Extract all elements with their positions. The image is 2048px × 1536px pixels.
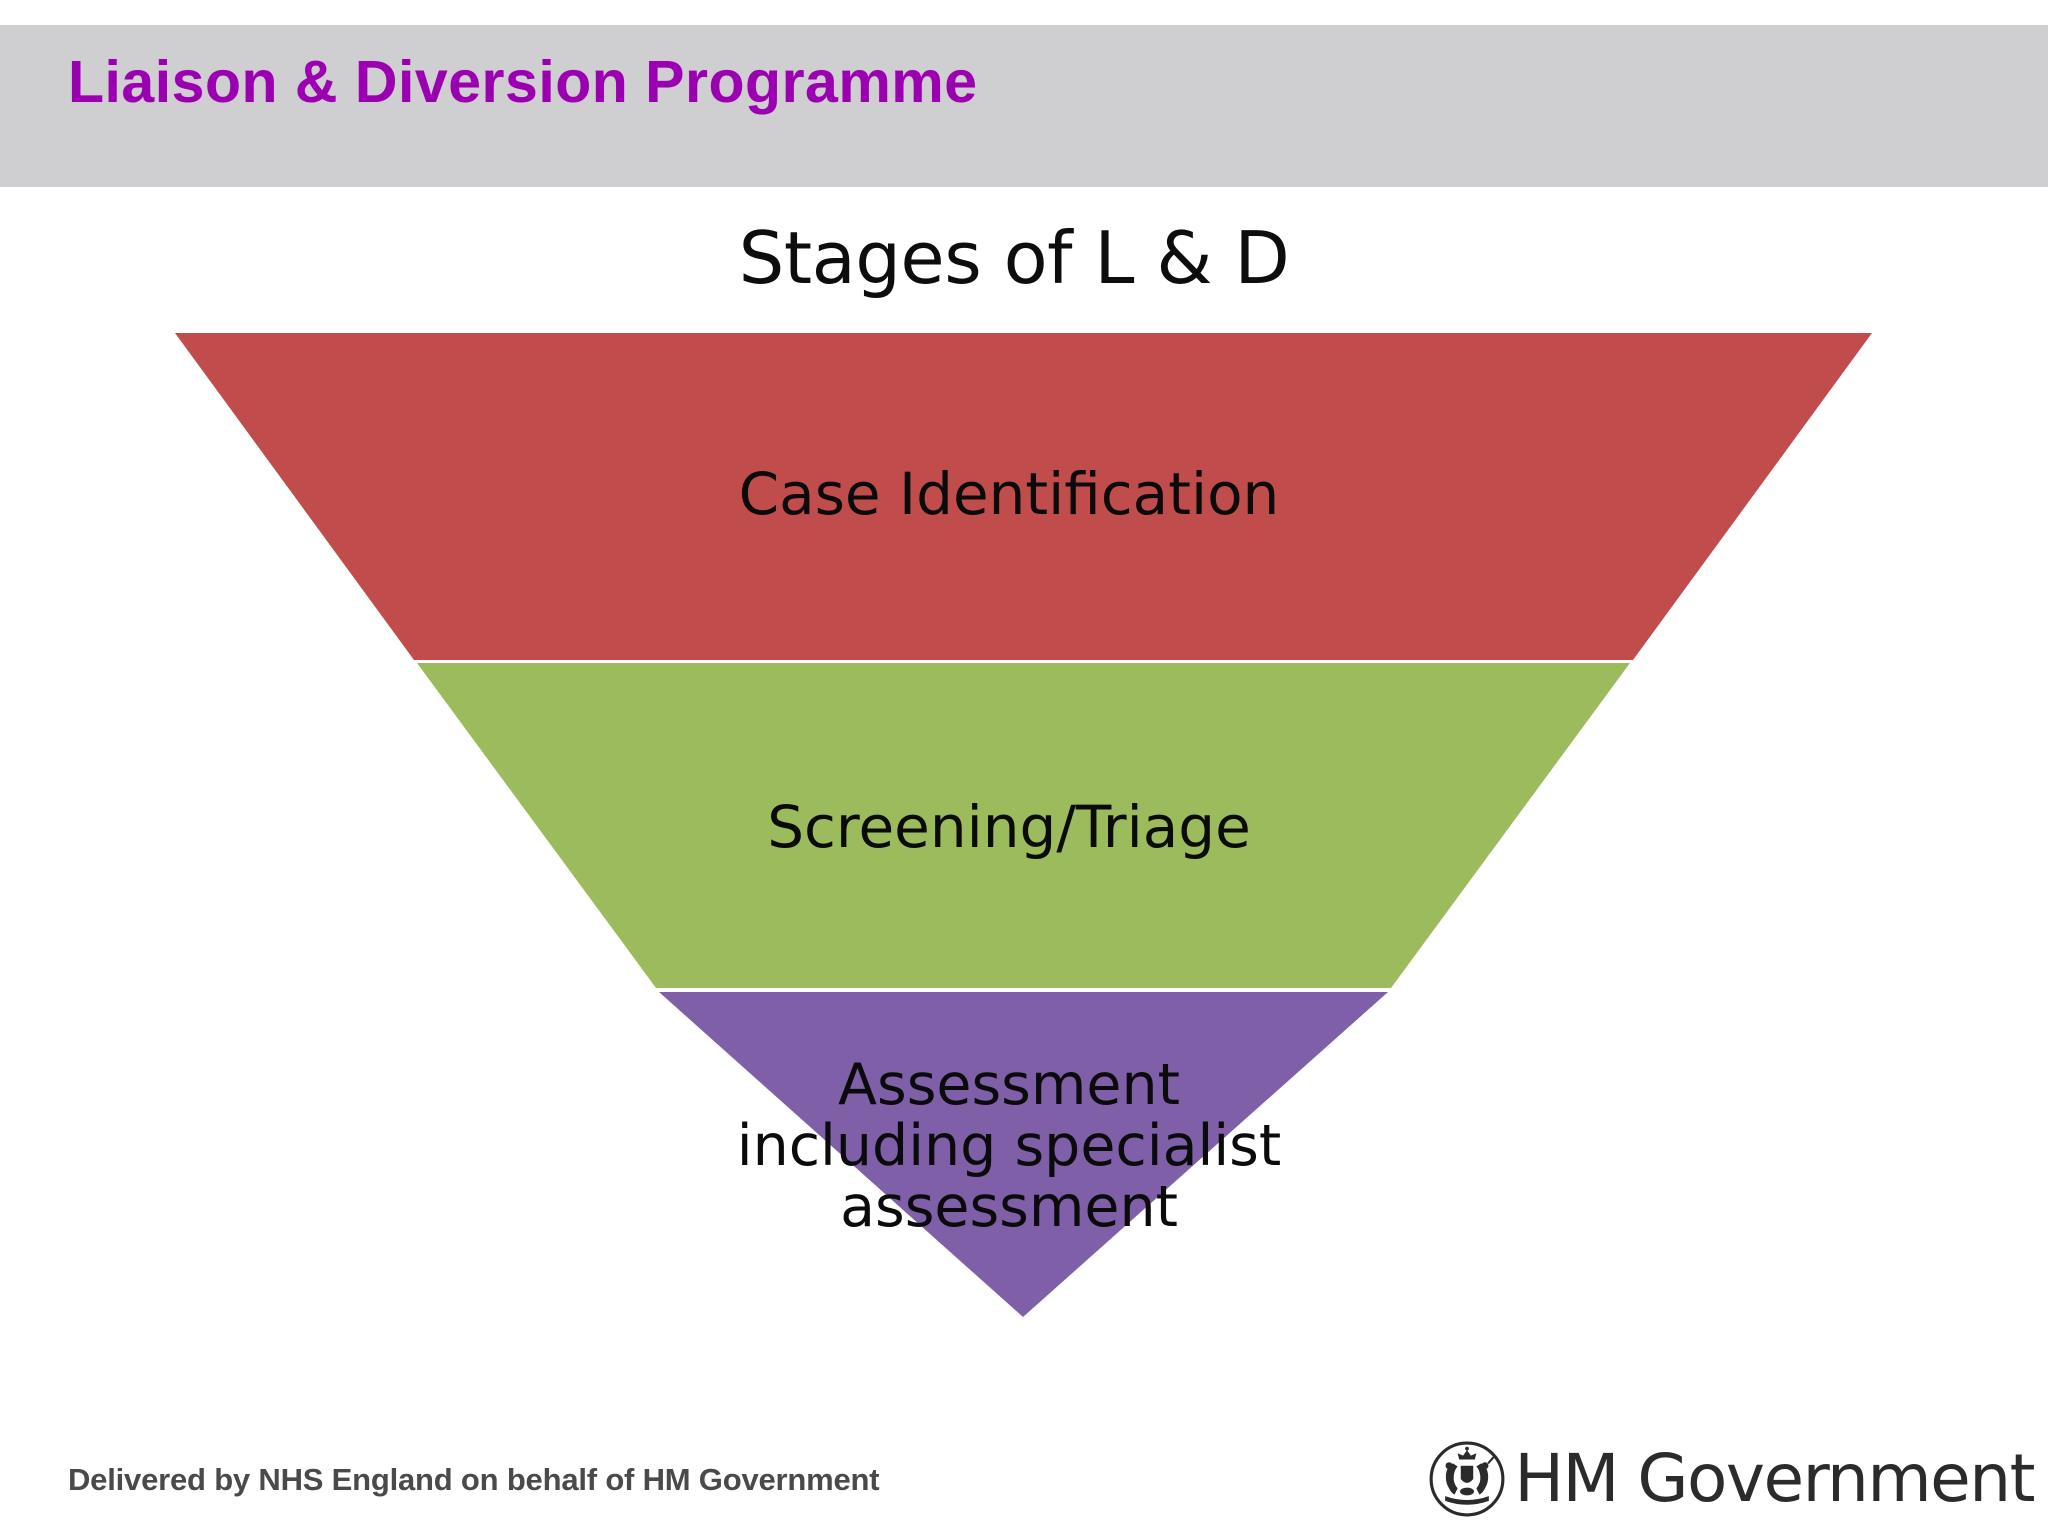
royal-coat-of-arms-icon [1429, 1441, 1505, 1517]
page-title: Stages of L & D [738, 216, 1290, 300]
program-title: Liaison & Diversion Programme [68, 49, 978, 115]
funnel-stage-1-label: Case Identification [738, 460, 1280, 528]
funnel-stage-3-label: Assessment including specialist assessme… [0, 1055, 2033, 1238]
hm-government-logo: HM Government [1428, 1436, 2035, 1522]
funnel-stage-3-label-line3: assessment [840, 1173, 1178, 1240]
footer-delivered-by: Delivered by NHS England on behalf of HM… [68, 1462, 880, 1497]
funnel-stage-3-label-line2: including specialist [736, 1112, 1282, 1179]
header-banner [0, 25, 2048, 187]
funnel-stage-3-label-line1: Assessment [838, 1052, 1180, 1118]
funnel-stage-2-label: Screening/Triage [767, 793, 1251, 861]
hm-government-wordmark: HM Government [1514, 1440, 2035, 1517]
